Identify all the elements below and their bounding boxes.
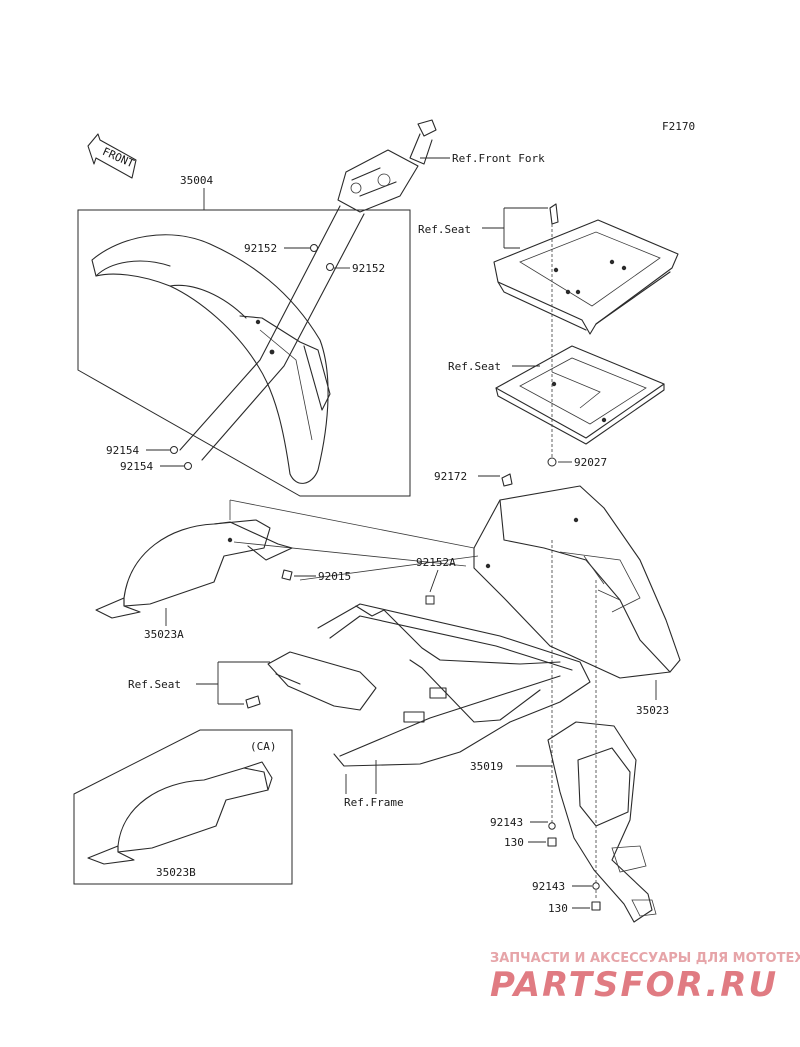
- seat-bracket-upper: [493, 203, 679, 335]
- label-ref-seat-left: Ref.Seat: [128, 678, 181, 691]
- washer-92152-upper: [310, 244, 318, 252]
- bolt-130-upper: [547, 837, 557, 847]
- label-35004: 35004: [180, 174, 213, 187]
- inner-fender-a: [95, 500, 293, 619]
- label-92152A: 92152A: [416, 556, 456, 569]
- front-fork-stem: [179, 119, 437, 461]
- label-92152-lower: 92152: [352, 262, 385, 275]
- label-ref-seat-middle: Ref.Seat: [448, 360, 501, 373]
- washer-92154-lower: [184, 462, 192, 470]
- front-fender: [91, 234, 331, 484]
- diagram-id: F2170: [662, 120, 695, 133]
- label-92027: 92027: [574, 456, 607, 469]
- ca-variant-box: [73, 729, 293, 885]
- seat-bracket-middle: [495, 345, 665, 445]
- spacer-92152A: [425, 595, 435, 605]
- clip-92015: [281, 569, 293, 581]
- front-fender-group-box: [77, 209, 411, 497]
- bolt-130-lower: [591, 901, 601, 911]
- grommet-92143-upper: [548, 822, 556, 830]
- watermark-brand: PARTSFOR.RU: [490, 965, 778, 1005]
- label-92143-upper: 92143: [490, 816, 523, 829]
- label-92143-lower: 92143: [532, 880, 565, 893]
- label-ref-frame: Ref.Frame: [344, 796, 404, 809]
- front-indicator-label: FRONT: [100, 145, 136, 170]
- washer-92152-lower: [326, 263, 334, 271]
- rear-mudflap: [547, 721, 657, 923]
- label-ref-seat-upper: Ref.Seat: [418, 223, 471, 236]
- label-92154-upper: 92154: [106, 444, 139, 457]
- grommet-92143-lower: [592, 882, 600, 890]
- label-ref-front-fork: Ref.Front Fork: [452, 152, 545, 165]
- label-35019: 35019: [470, 760, 503, 773]
- label-92172: 92172: [434, 470, 467, 483]
- label-35023A: 35023A: [144, 628, 184, 641]
- label-92015: 92015: [318, 570, 351, 583]
- label-35023B: 35023B: [156, 866, 196, 879]
- watermark-tagline: ЗАПЧАСТИ И АКСЕССУАРЫ ДЛЯ МОТОТЕХНИКИ: [490, 951, 800, 966]
- label-130-lower: 130: [548, 902, 568, 915]
- inner-fender-b: [87, 761, 273, 865]
- washer-92027: [547, 457, 557, 467]
- label-ca-variant: (CA): [250, 740, 277, 753]
- bolt-92172: [501, 473, 513, 487]
- label-92154-lower: 92154: [120, 460, 153, 473]
- washer-92154-upper: [170, 446, 178, 454]
- rear-fender: [473, 485, 681, 679]
- label-92152-upper: 92152: [244, 242, 277, 255]
- front-arrow-icon: FRONT: [87, 133, 137, 179]
- label-35023: 35023: [636, 704, 669, 717]
- label-130-upper: 130: [504, 836, 524, 849]
- rear-subframe: [245, 603, 591, 767]
